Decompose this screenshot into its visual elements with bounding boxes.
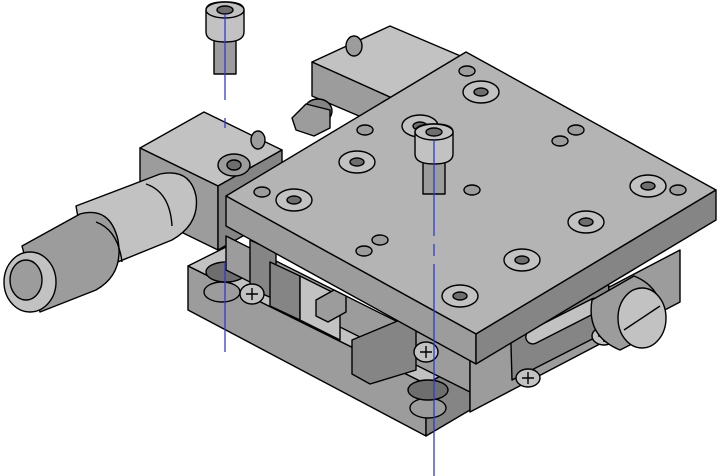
socket-screw-1 bbox=[462, 80, 500, 104]
assembly-axis-lines bbox=[224, 14, 435, 476]
middle-carriage bbox=[225, 235, 471, 393]
lock-knob bbox=[590, 275, 667, 351]
table-holes bbox=[253, 65, 687, 257]
micrometer-head-x bbox=[3, 172, 198, 313]
socket-screw-5 bbox=[567, 210, 605, 234]
socket-screw-4 bbox=[629, 174, 667, 198]
socket-screw-7 bbox=[441, 284, 479, 308]
socket-screw-3 bbox=[275, 188, 313, 212]
socket-screw-6 bbox=[503, 248, 541, 272]
socket-screw-2 bbox=[338, 150, 376, 174]
